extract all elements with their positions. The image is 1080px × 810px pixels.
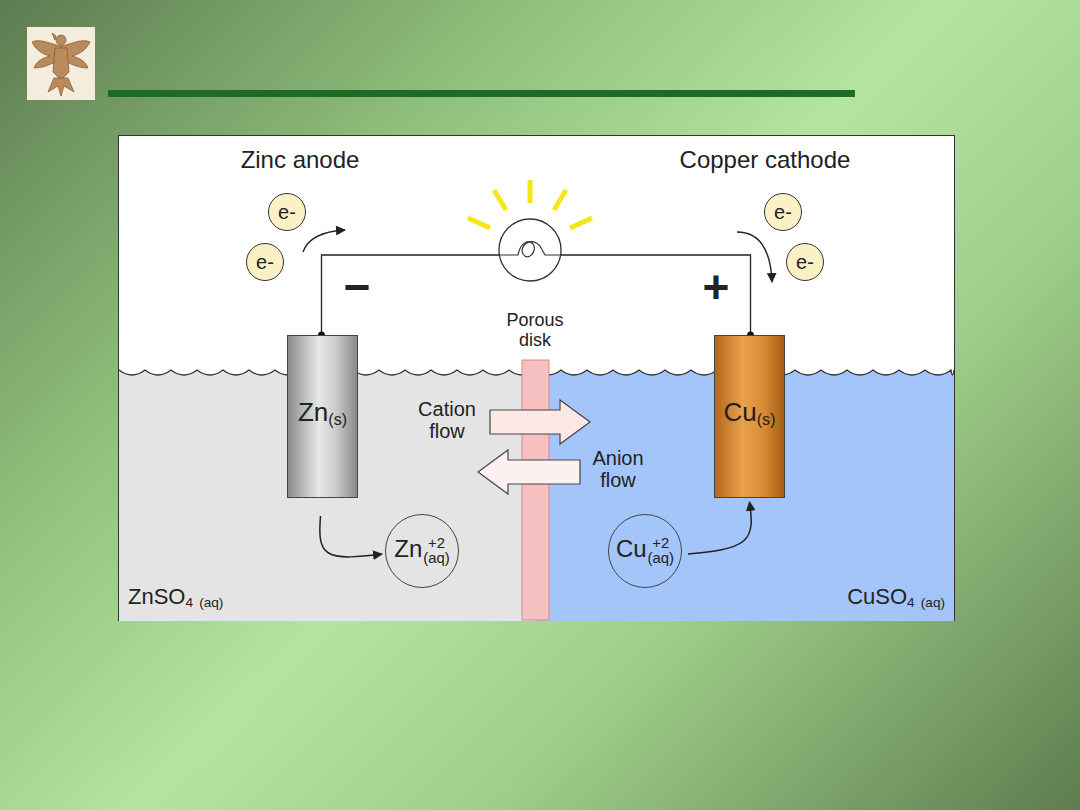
electrode-title: Copper cathode [640, 147, 890, 173]
porous-disk [522, 360, 549, 620]
formula-text: e- [278, 201, 296, 223]
reaction-arrow [688, 502, 751, 554]
formula-text: e- [774, 201, 792, 223]
electrode-title: Zinc anode [190, 147, 410, 173]
reaction-arrow [320, 516, 382, 557]
zinc-ion: Zn+2(aq) [385, 514, 459, 588]
formula-text: Cu(s) [723, 398, 775, 427]
anion-arrow [478, 450, 580, 494]
ion-charge: +2 [423, 536, 449, 551]
flow-label: Anion flow [574, 447, 662, 491]
copper-electrode: Cu(s) [714, 335, 785, 498]
electron-flow-arrow [303, 230, 345, 252]
formula-text: Zn(s) [298, 398, 347, 427]
light-bulb [499, 219, 561, 281]
eagle-emblem [32, 33, 90, 96]
electron-circle: e- [268, 193, 306, 231]
phase-mark: (aq) [423, 551, 449, 566]
bulb-filament [499, 242, 561, 257]
zinc-electrode: Zn(s) [287, 335, 358, 498]
ion-charge: +2 [648, 536, 674, 551]
solution-label: ZnSO4 (aq) [128, 585, 223, 609]
copper-ion: Cu+2(aq) [608, 514, 682, 588]
subscript: (aq) [921, 595, 945, 610]
electron-circle: e- [246, 243, 284, 281]
subscript: 4 [185, 595, 193, 610]
solution-label: CuSO4 (aq) [847, 585, 945, 609]
formula-text: Cu+2(aq) [616, 536, 674, 566]
electrolyte [119, 340, 954, 621]
polarity-sign: − [335, 262, 379, 313]
copper-solution-region: Cu(s) Cu+2(aq) CuSO4 (aq) [549, 370, 955, 621]
part-label: Porous disk [495, 311, 575, 351]
emblem-ground [27, 27, 95, 100]
formula-text: e- [796, 251, 814, 273]
phase-mark: (aq) [648, 551, 674, 566]
title-rule [108, 90, 855, 97]
diagram-frame [119, 136, 955, 621]
cation-arrow [490, 400, 590, 444]
subscript: (s) [328, 410, 347, 428]
charge-state: +2(aq) [648, 536, 674, 566]
formula-text: Zn+2(aq) [394, 536, 449, 566]
electron-circle: e- [764, 193, 802, 231]
subscript: (s) [757, 410, 776, 428]
electron-circle: e- [786, 243, 824, 281]
subscript: (aq) [199, 595, 223, 610]
subscript: 4 [907, 595, 915, 610]
flow-label: Cation flow [405, 398, 489, 442]
formula-text: e- [256, 251, 274, 273]
charge-state: +2(aq) [423, 536, 449, 566]
polarity-sign: + [694, 262, 738, 313]
electron-flow-arrow [737, 232, 772, 282]
